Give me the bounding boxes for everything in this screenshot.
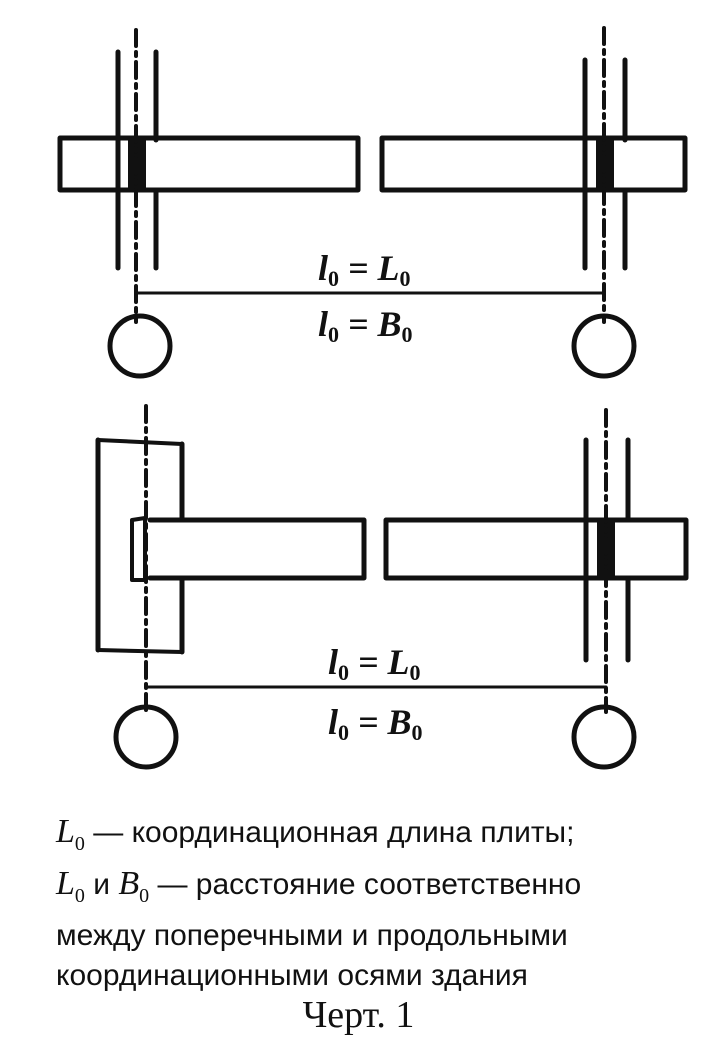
bottom-left-axis-marker bbox=[113, 704, 179, 770]
legend-line-2: L0 и B0 — расстояние соответственно bbox=[56, 864, 582, 907]
top-span-label: l0 = L0 bbox=[318, 248, 411, 291]
top-width-label: l0 = B0 bbox=[318, 304, 413, 347]
bottom-left-wall bbox=[95, 437, 185, 655]
bottom-width-label: l0 = B0 bbox=[328, 702, 423, 745]
bottom-left-slab bbox=[147, 517, 367, 581]
legend: L0 — координационная длина плиты; L0 и B… bbox=[56, 812, 696, 996]
legend-line-1: L0 — координационная длина плиты; bbox=[56, 813, 575, 855]
top-left-slab bbox=[57, 135, 361, 193]
top-right-slab bbox=[379, 135, 688, 193]
bottom-right-column bbox=[583, 437, 631, 663]
legend-line-3: между поперечными и продольными bbox=[56, 918, 568, 952]
top-left-axis-marker bbox=[107, 313, 173, 379]
top-right-column bbox=[582, 57, 628, 271]
bottom-span-label: l0 = L0 bbox=[328, 642, 421, 685]
top-right-axis-marker bbox=[571, 313, 637, 379]
figure-caption: Черт. 1 bbox=[302, 994, 415, 1036]
bottom-right-slab bbox=[383, 517, 689, 581]
bottom-right-axis-marker bbox=[571, 704, 637, 770]
legend-line-4: координационными осями здания bbox=[56, 958, 528, 992]
top-left-column bbox=[115, 49, 159, 271]
